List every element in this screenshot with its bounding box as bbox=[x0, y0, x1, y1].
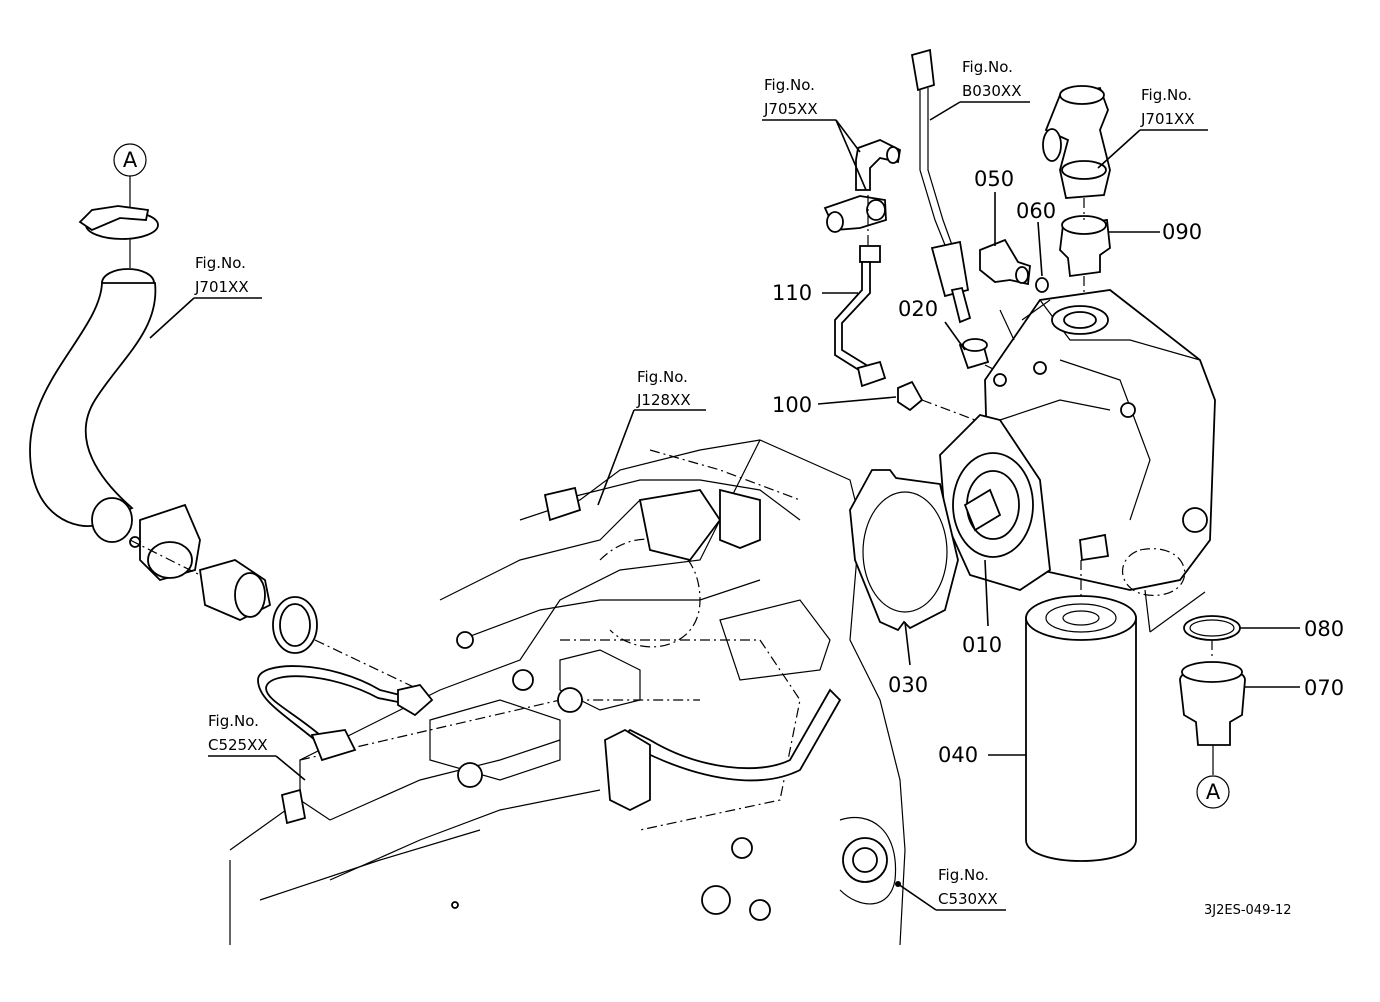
label-010: 010 bbox=[962, 633, 1002, 657]
fig-prefix-j701-right: Fig.No. bbox=[1141, 86, 1192, 104]
fig-no-j701-left: J701XX bbox=[194, 278, 249, 296]
fig-prefix-c525: Fig.No. bbox=[208, 712, 259, 730]
label-020: 020 bbox=[898, 297, 938, 321]
fig-no-c530: C530XX bbox=[938, 890, 998, 908]
top-right-fittings bbox=[1042, 85, 1111, 300]
fig-prefix-b030: Fig.No. bbox=[962, 58, 1013, 76]
label-060: 060 bbox=[1016, 199, 1056, 223]
fig-no-j701-right: J701XX bbox=[1140, 110, 1195, 128]
label-090: 090 bbox=[1162, 220, 1202, 244]
transmission-housing bbox=[229, 439, 906, 946]
oil-filter bbox=[1025, 560, 1137, 862]
label-040: 040 bbox=[938, 743, 978, 767]
drawing-code: 3J2ES-049-12 bbox=[1204, 903, 1292, 918]
return-fitting: A bbox=[1179, 615, 1246, 809]
wire-harness-left bbox=[257, 665, 434, 825]
fig-prefix-j701-left: Fig.No. bbox=[195, 254, 246, 272]
marker-a-bottom: A bbox=[1206, 780, 1221, 804]
gasket bbox=[849, 469, 959, 632]
fig-no-j128: J128XX bbox=[636, 391, 691, 409]
figure-reference-lines bbox=[149, 101, 1208, 911]
figure-reference-labels: Fig.No. J705XX Fig.No. B030XX Fig.No. J7… bbox=[194, 58, 1195, 908]
leader-lines bbox=[817, 192, 1300, 756]
label-050: 050 bbox=[974, 167, 1014, 191]
suction-hose-assembly: A bbox=[29, 143, 421, 691]
fig-no-b030: B030XX bbox=[962, 82, 1021, 100]
label-030: 030 bbox=[888, 673, 928, 697]
part-number-labels: 110 100 020 050 060 090 080 070 010 030 … bbox=[772, 167, 1344, 767]
fig-no-c525: C525XX bbox=[208, 736, 268, 754]
fig-prefix-j128: Fig.No. bbox=[637, 368, 688, 386]
label-110: 110 bbox=[772, 281, 812, 305]
hydraulic-pump bbox=[939, 289, 1216, 633]
label-080: 080 bbox=[1304, 617, 1344, 641]
label-070: 070 bbox=[1304, 676, 1344, 700]
fig-prefix-c530: Fig.No. bbox=[938, 866, 989, 884]
pipe-fittings-group bbox=[823, 48, 1049, 421]
marker-a-top: A bbox=[123, 148, 138, 172]
label-100: 100 bbox=[772, 393, 812, 417]
fig-prefix-j705: Fig.No. bbox=[764, 76, 815, 94]
fig-no-j705: J705XX bbox=[763, 100, 818, 118]
